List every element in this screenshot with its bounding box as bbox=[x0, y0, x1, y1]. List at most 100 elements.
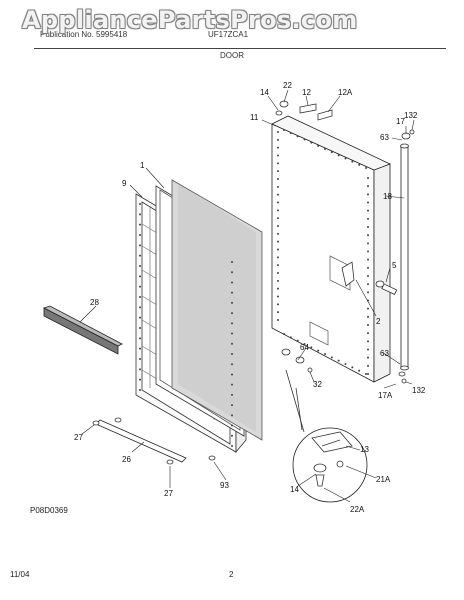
liner-hole bbox=[139, 244, 141, 247]
panel-hole bbox=[296, 135, 299, 138]
callout-9: 9 bbox=[122, 179, 127, 188]
callout-21A: 21A bbox=[376, 475, 391, 484]
liner-hole bbox=[139, 316, 141, 319]
liner-hole bbox=[231, 383, 233, 386]
liner-hole bbox=[139, 265, 141, 267]
panel-hole bbox=[277, 264, 279, 267]
panel-hole bbox=[277, 240, 279, 243]
callout-27-bottom: 27 bbox=[164, 489, 173, 498]
panel-hole bbox=[367, 266, 369, 269]
door-stop bbox=[341, 261, 355, 287]
panel-hole bbox=[289, 336, 292, 339]
callout-63-bottom: 63 bbox=[380, 349, 389, 358]
callout-26: 26 bbox=[122, 455, 131, 464]
panel-hole bbox=[310, 141, 313, 144]
liner-hole bbox=[139, 327, 141, 329]
label-plates bbox=[299, 103, 333, 121]
liner-hole bbox=[231, 363, 233, 366]
panel-hole bbox=[277, 287, 279, 290]
panel-hole bbox=[367, 348, 369, 351]
panel-hole bbox=[367, 373, 369, 375]
liner-hole bbox=[139, 234, 141, 236]
panel-hole bbox=[365, 167, 367, 169]
liner-hole bbox=[231, 301, 233, 304]
panel-hole bbox=[367, 364, 369, 367]
panel-hole bbox=[367, 275, 369, 277]
callout-32: 32 bbox=[313, 380, 322, 389]
callout-11: 11 bbox=[250, 113, 259, 122]
panel-hole bbox=[303, 138, 306, 141]
panel-hole bbox=[277, 201, 279, 204]
panel-hole bbox=[367, 217, 369, 220]
liner-hole bbox=[231, 434, 233, 437]
liner-hole bbox=[231, 281, 233, 284]
callout-14: 14 bbox=[260, 88, 269, 97]
insulation-panel bbox=[171, 179, 263, 441]
hinge-screw bbox=[375, 280, 398, 295]
callout-12A: 12A bbox=[338, 88, 353, 97]
liner-hole bbox=[139, 368, 141, 371]
panel-hole bbox=[277, 178, 279, 180]
panel-hole bbox=[367, 291, 369, 294]
panel-hole bbox=[277, 225, 279, 227]
panel-hole bbox=[277, 248, 279, 251]
liner-hole bbox=[139, 254, 141, 257]
liner-hole bbox=[231, 404, 233, 407]
model-number: UF17ZCA1 bbox=[208, 30, 249, 39]
bottom-trim bbox=[95, 419, 187, 463]
panel-hole bbox=[367, 307, 369, 310]
callout-17: 17 bbox=[396, 117, 405, 126]
callout-132-top: 132 bbox=[404, 111, 418, 120]
panel-hole bbox=[277, 279, 279, 282]
panel-hole bbox=[277, 154, 279, 157]
panel-hole bbox=[277, 319, 279, 321]
liner-hole bbox=[139, 223, 141, 226]
revision-date: 11/04 bbox=[10, 570, 30, 579]
panel-hole bbox=[277, 193, 279, 196]
page-number: 2 bbox=[229, 570, 234, 579]
panel-hole bbox=[277, 303, 279, 306]
liner-hole bbox=[231, 373, 233, 376]
panel-hole bbox=[367, 185, 369, 188]
callout-27-left: 27 bbox=[74, 433, 83, 442]
panel-hole bbox=[367, 283, 369, 286]
panel-hole bbox=[324, 148, 326, 150]
callout-22A: 22A bbox=[350, 505, 365, 514]
panel-hole bbox=[317, 144, 320, 147]
panel-hole bbox=[337, 359, 340, 362]
liner-hole bbox=[139, 378, 141, 381]
panel-hole bbox=[277, 232, 279, 235]
panel-hole bbox=[277, 146, 279, 149]
callout-5: 5 bbox=[392, 261, 397, 270]
panel-hole bbox=[317, 349, 320, 352]
panel-hole bbox=[324, 353, 326, 355]
panel-hole bbox=[358, 163, 361, 166]
liner-hole bbox=[231, 332, 233, 335]
panel-hole bbox=[303, 343, 306, 345]
outer-door-panel bbox=[271, 115, 392, 383]
liner-hole bbox=[231, 291, 233, 294]
callout-28: 28 bbox=[90, 298, 99, 307]
panel-hole bbox=[344, 363, 347, 365]
liner-hole bbox=[139, 296, 141, 298]
panel-hole bbox=[367, 226, 369, 228]
panel-hole bbox=[330, 151, 333, 154]
panel-hole bbox=[277, 295, 279, 298]
drawing-code: P08D0369 bbox=[30, 506, 68, 515]
panel-hole bbox=[351, 160, 354, 163]
panel-hole bbox=[344, 157, 347, 160]
detail-circle bbox=[285, 369, 368, 503]
panel-hole bbox=[330, 356, 333, 359]
callout-63-top: 63 bbox=[380, 133, 389, 142]
panel-hole bbox=[277, 272, 279, 274]
panel-hole bbox=[367, 201, 369, 204]
callout-17A: 17A bbox=[378, 391, 393, 400]
liner-hole bbox=[139, 275, 141, 278]
panel-hole bbox=[367, 250, 369, 253]
liner-hole bbox=[139, 203, 141, 205]
liner-hole bbox=[139, 358, 141, 360]
panel-hole bbox=[283, 129, 285, 131]
callout-132-bottom: 132 bbox=[412, 386, 426, 395]
handle-strip bbox=[42, 305, 123, 355]
